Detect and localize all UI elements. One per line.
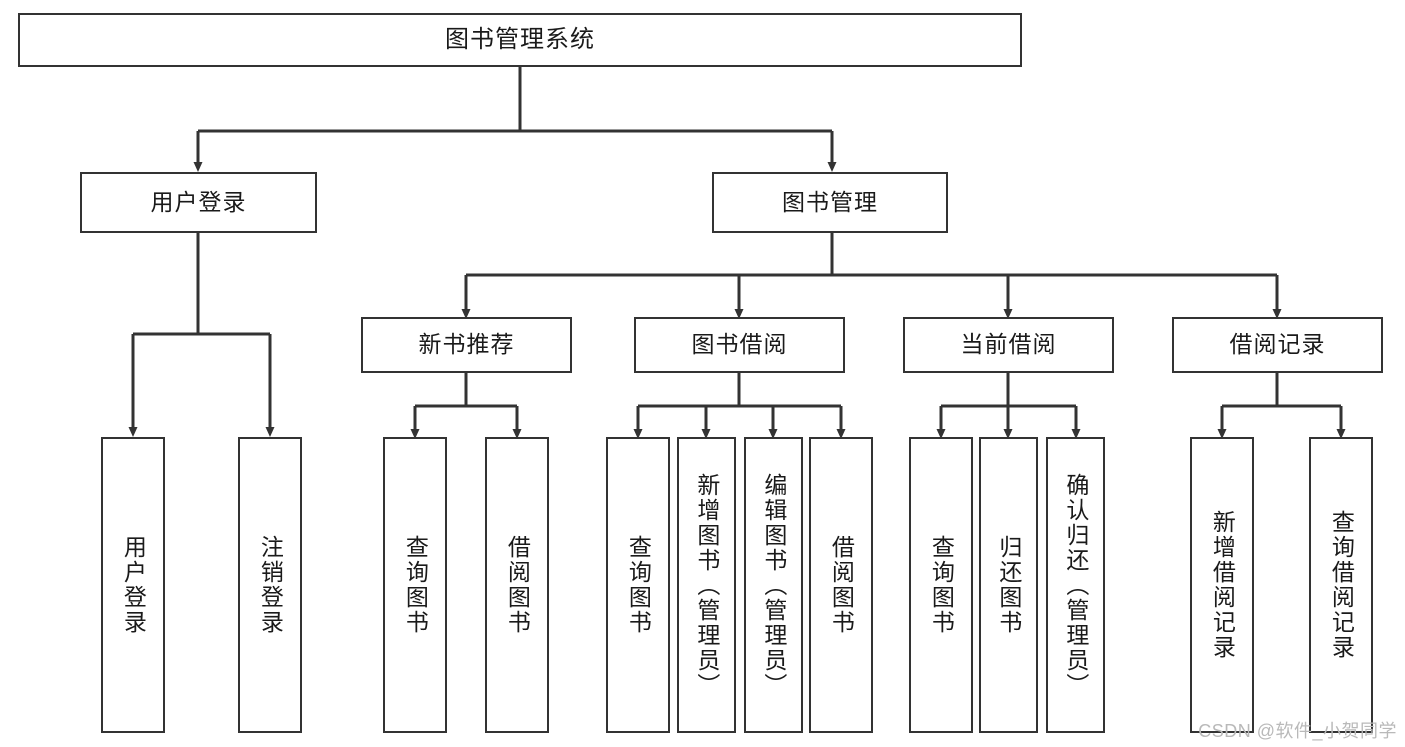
node-leaf-borrow-book-1[interactable]: 借阅图书 (485, 437, 549, 733)
node-leaf-add-record[interactable]: 新增借阅记录 (1190, 437, 1254, 733)
node-leaf-user-login-label: 用户登录 (120, 535, 147, 635)
node-leaf-edit-book-label: 编辑图书（管理员） (760, 472, 787, 698)
node-leaf-confirm-return-label: 确认归还（管理员） (1062, 472, 1089, 698)
node-leaf-borrow-book-2[interactable]: 借阅图书 (809, 437, 873, 733)
node-leaf-user-logout-label: 注销登录 (257, 535, 284, 635)
node-leaf-query-book-2-label: 查询图书 (625, 535, 652, 635)
csdn-watermark: CSDN @软件_小贺同学 (1198, 721, 1397, 741)
node-leaf-query-record[interactable]: 查询借阅记录 (1309, 437, 1373, 733)
node-borrow-record-label: 借阅记录 (1229, 331, 1326, 358)
node-leaf-add-record-label: 新增借阅记录 (1209, 510, 1236, 660)
node-leaf-query-book-2[interactable]: 查询图书 (606, 437, 670, 733)
node-leaf-add-book[interactable]: 新增图书（管理员） (677, 437, 736, 733)
node-root[interactable]: 图书管理系统 (18, 13, 1022, 67)
node-leaf-return-book-label: 归还图书 (995, 535, 1022, 635)
node-borrow-record[interactable]: 借阅记录 (1172, 317, 1383, 373)
node-book-manage-label: 图书管理 (782, 188, 878, 215)
node-root-label: 图书管理系统 (445, 25, 595, 53)
node-current-borrow-label: 当前借阅 (960, 331, 1057, 358)
node-leaf-add-book-label: 新增图书（管理员） (693, 472, 720, 698)
node-leaf-query-record-label: 查询借阅记录 (1328, 510, 1355, 660)
node-leaf-confirm-return[interactable]: 确认归还（管理员） (1046, 437, 1105, 733)
node-user-login[interactable]: 用户登录 (80, 172, 317, 233)
node-leaf-query-book-1[interactable]: 查询图书 (383, 437, 447, 733)
node-leaf-borrow-book-2-label: 借阅图书 (828, 535, 855, 635)
node-new-book-recommend[interactable]: 新书推荐 (361, 317, 572, 373)
node-leaf-edit-book[interactable]: 编辑图书（管理员） (744, 437, 803, 733)
node-leaf-user-logout[interactable]: 注销登录 (238, 437, 302, 733)
node-leaf-query-book-3-label: 查询图书 (928, 535, 955, 635)
node-leaf-query-book-3[interactable]: 查询图书 (909, 437, 973, 733)
node-leaf-borrow-book-1-label: 借阅图书 (504, 535, 531, 635)
node-book-borrow[interactable]: 图书借阅 (634, 317, 845, 373)
node-user-login-label: 用户登录 (150, 188, 247, 215)
node-book-manage[interactable]: 图书管理 (712, 172, 948, 233)
node-leaf-user-login[interactable]: 用户登录 (101, 437, 165, 733)
node-book-borrow-label: 图书借阅 (691, 331, 788, 358)
node-current-borrow[interactable]: 当前借阅 (903, 317, 1114, 373)
node-leaf-return-book[interactable]: 归还图书 (979, 437, 1038, 733)
node-new-book-recommend-label: 新书推荐 (418, 331, 515, 358)
node-leaf-query-book-1-label: 查询图书 (402, 535, 429, 635)
